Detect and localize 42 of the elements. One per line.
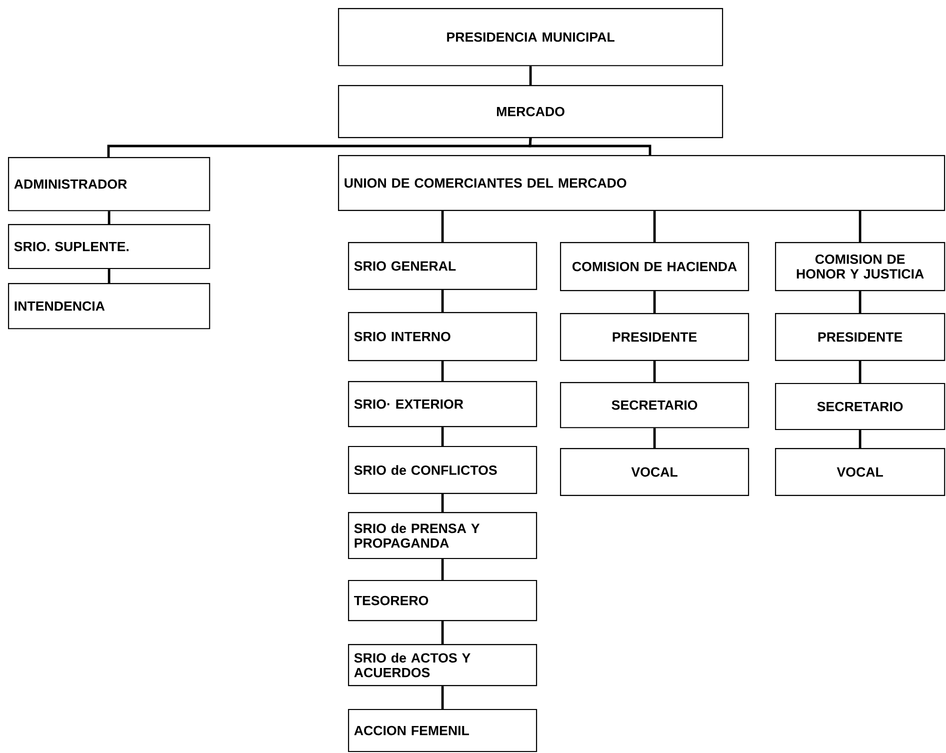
org-box: TESORERO xyxy=(348,580,538,622)
connector-line xyxy=(529,66,532,85)
org-box: PRESIDENTE xyxy=(560,313,750,361)
connector-line xyxy=(441,559,444,580)
org-box: SRIO de CONFLICTOS xyxy=(348,446,538,494)
connector-line xyxy=(858,211,862,242)
org-box: PRESIDENCIA MUNICIPAL xyxy=(338,8,724,66)
org-box: COMISION DE HACIENDA xyxy=(560,242,750,292)
connector-line xyxy=(108,269,110,283)
connector-line xyxy=(653,291,656,313)
org-box: MERCADO xyxy=(338,85,724,138)
org-box: SRIO de PRENSA Y PROPAGANDA xyxy=(348,512,538,560)
connector-line xyxy=(108,211,110,224)
org-box: ACCION FEMENIL xyxy=(348,709,538,752)
org-box: SRIO INTERNO xyxy=(348,312,538,362)
org-box: SECRETARIO xyxy=(775,383,946,430)
connector-line xyxy=(653,211,656,242)
org-box: ADMINISTRADOR xyxy=(8,157,210,212)
connector-line xyxy=(441,361,444,381)
org-box: SECRETARIO xyxy=(560,382,750,428)
connector-line xyxy=(441,621,444,644)
org-box: SRIO. SUPLENTE. xyxy=(8,224,210,270)
connector-line xyxy=(858,361,862,383)
connector-line xyxy=(528,138,652,155)
org-box: SRIO GENERAL xyxy=(348,242,538,290)
org-box: SRIO de ACTOS Y ACUERDOS xyxy=(348,644,538,686)
org-box: VOCAL xyxy=(775,448,946,496)
org-box: SRIO· EXTERIOR xyxy=(348,381,538,428)
org-box: INTENDENCIA xyxy=(8,283,210,330)
connector-line xyxy=(441,427,444,446)
connector-line xyxy=(653,361,656,382)
org-box: PRESIDENTE xyxy=(775,313,946,361)
org-box: VOCAL xyxy=(560,448,750,496)
org-box: UNION DE COMERCIANTES DEL MERCADO xyxy=(338,155,946,211)
connector-line xyxy=(858,291,862,313)
connector-line xyxy=(441,686,444,709)
connector-line xyxy=(653,428,656,448)
connector-line xyxy=(441,211,444,242)
connector-line xyxy=(441,494,444,512)
connector-line xyxy=(441,290,444,312)
org-box: COMISION DE HONOR Y JUSTICIA xyxy=(775,242,946,292)
connector-line xyxy=(858,430,862,448)
